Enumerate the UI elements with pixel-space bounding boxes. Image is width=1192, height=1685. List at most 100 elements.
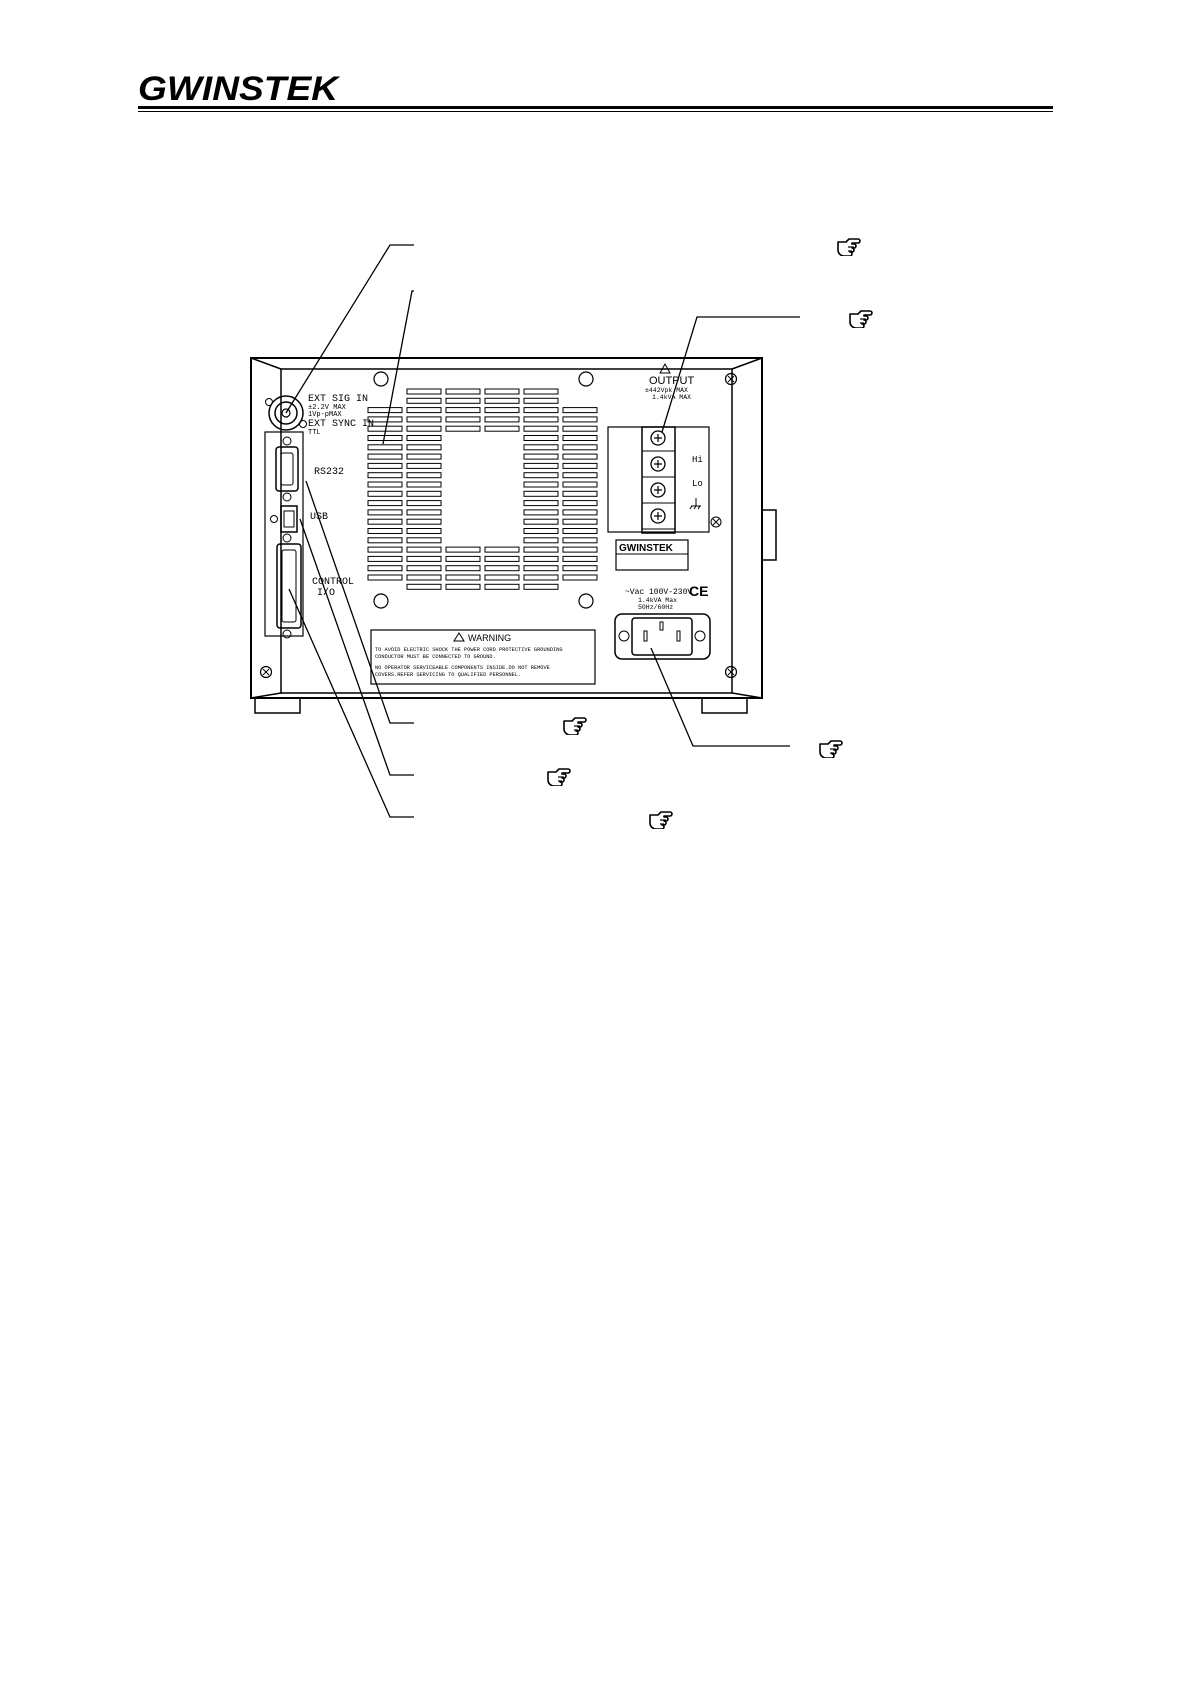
vent-slot [367, 416, 403, 423]
vent-slot [445, 574, 481, 581]
output-title: OUTPUT [649, 375, 695, 387]
vent-slot [523, 407, 559, 414]
vent-slot [562, 537, 598, 544]
vent-slot [367, 565, 403, 572]
vent-slot [445, 546, 481, 553]
bevel-line [731, 692, 763, 699]
foot [254, 697, 301, 714]
vent-slot [484, 546, 520, 553]
vent-slot [484, 574, 520, 581]
vent-slot [523, 397, 559, 404]
vent-hole [373, 593, 389, 609]
ac-power-inlet [614, 613, 711, 660]
vent-slot [367, 444, 403, 451]
header-rule-thin [138, 111, 1053, 112]
vent-slot [562, 528, 598, 534]
vent-slot [562, 509, 598, 516]
warning-text: NO OPERATOR SERVICEABLE COMPONENTS INSID… [375, 665, 550, 671]
warning-text: TO AVOID ELECTRIC SHOCK THE POWER CORD P… [375, 647, 563, 653]
ce-mark: CE [689, 583, 708, 599]
terminal-screw-head [654, 512, 662, 520]
vent-slot [406, 444, 442, 451]
vent-slot [367, 509, 403, 516]
vent-slot [445, 397, 481, 404]
vent-slot [406, 397, 442, 404]
reference-icon [849, 310, 873, 328]
vent-slot [406, 462, 442, 469]
vent-slot [484, 565, 520, 572]
vent-slot [523, 509, 559, 516]
vent-slot [562, 407, 598, 414]
reference-icon [819, 740, 843, 758]
rs232-connector [275, 436, 299, 502]
vent-slot [406, 481, 442, 488]
bevel-line [250, 357, 282, 370]
terminal-screw [650, 456, 666, 472]
ground-screw [710, 516, 722, 528]
vent-slot [406, 388, 442, 395]
output-spec: 1.4kVA MAX [652, 394, 691, 401]
brand-plate: GWINSTEK [615, 539, 689, 571]
side-handle [761, 509, 777, 561]
vent-slot [406, 425, 442, 432]
ext-sync-spec: TTL [308, 429, 321, 437]
vent-slot [562, 574, 598, 581]
logo-text: GWINSTEK [138, 70, 341, 104]
vent-slot [406, 574, 442, 581]
ground-symbol-icon [689, 498, 701, 510]
vent-slot [562, 546, 598, 553]
power-spec: ~Vac 100V-230V [625, 588, 692, 597]
vent-slot [562, 565, 598, 572]
control-label: CONTROL [312, 577, 354, 588]
vent-slot [523, 565, 559, 572]
vent-slot [406, 472, 442, 479]
vent-slot [523, 546, 559, 553]
vent-slot [562, 462, 598, 469]
vent-slot [445, 555, 481, 562]
vent-slot [445, 425, 481, 432]
vent-slot [406, 528, 442, 534]
vent-slot [367, 574, 403, 581]
ext-sig-in-spec: 1Vp-pMAX [308, 411, 342, 419]
terminal-screw-head [654, 486, 662, 494]
vent-slot [406, 518, 442, 525]
terminal-screw-head [654, 434, 662, 442]
vent-slot [367, 546, 403, 553]
bnc-connector [265, 395, 307, 431]
vent-slot [523, 472, 559, 479]
vent-slot [484, 583, 520, 590]
vent-hole [373, 371, 389, 387]
corner-screw [724, 665, 738, 679]
vent-slot [367, 555, 403, 562]
bevel-line [250, 692, 282, 699]
ext-sig-in-spec: ±2.2V MAX [308, 404, 347, 412]
vent-slot [367, 407, 403, 414]
vent-hole [578, 371, 594, 387]
reference-icon [547, 768, 571, 786]
warning-label: WARNING TO AVOID ELECTRIC SHOCK THE POWE… [370, 629, 596, 685]
corner-screw [724, 372, 738, 386]
vent-slot [445, 583, 481, 590]
control-io-connector [276, 533, 302, 639]
reference-icon [837, 238, 861, 256]
vent-slot [406, 555, 442, 562]
vent-slot [484, 416, 520, 423]
vent-slot [523, 528, 559, 534]
vent-slot [445, 388, 481, 395]
vent-slot [523, 555, 559, 562]
vent-slot [523, 583, 559, 590]
vent-slot [445, 416, 481, 423]
vent-slot [484, 397, 520, 404]
vent-slot [523, 537, 559, 544]
vent-slot [562, 490, 598, 497]
vent-hole [578, 593, 594, 609]
vent-slot [484, 555, 520, 562]
vent-slot [562, 555, 598, 562]
vent-slot [523, 574, 559, 581]
warning-text: CONDUCTOR MUST BE CONNECTED TO GROUND. [375, 654, 496, 660]
usb-connector [270, 505, 298, 533]
vent-slot [523, 416, 559, 423]
vent-slot [406, 500, 442, 507]
output-spec: ±442Vpk MAX [645, 387, 688, 394]
